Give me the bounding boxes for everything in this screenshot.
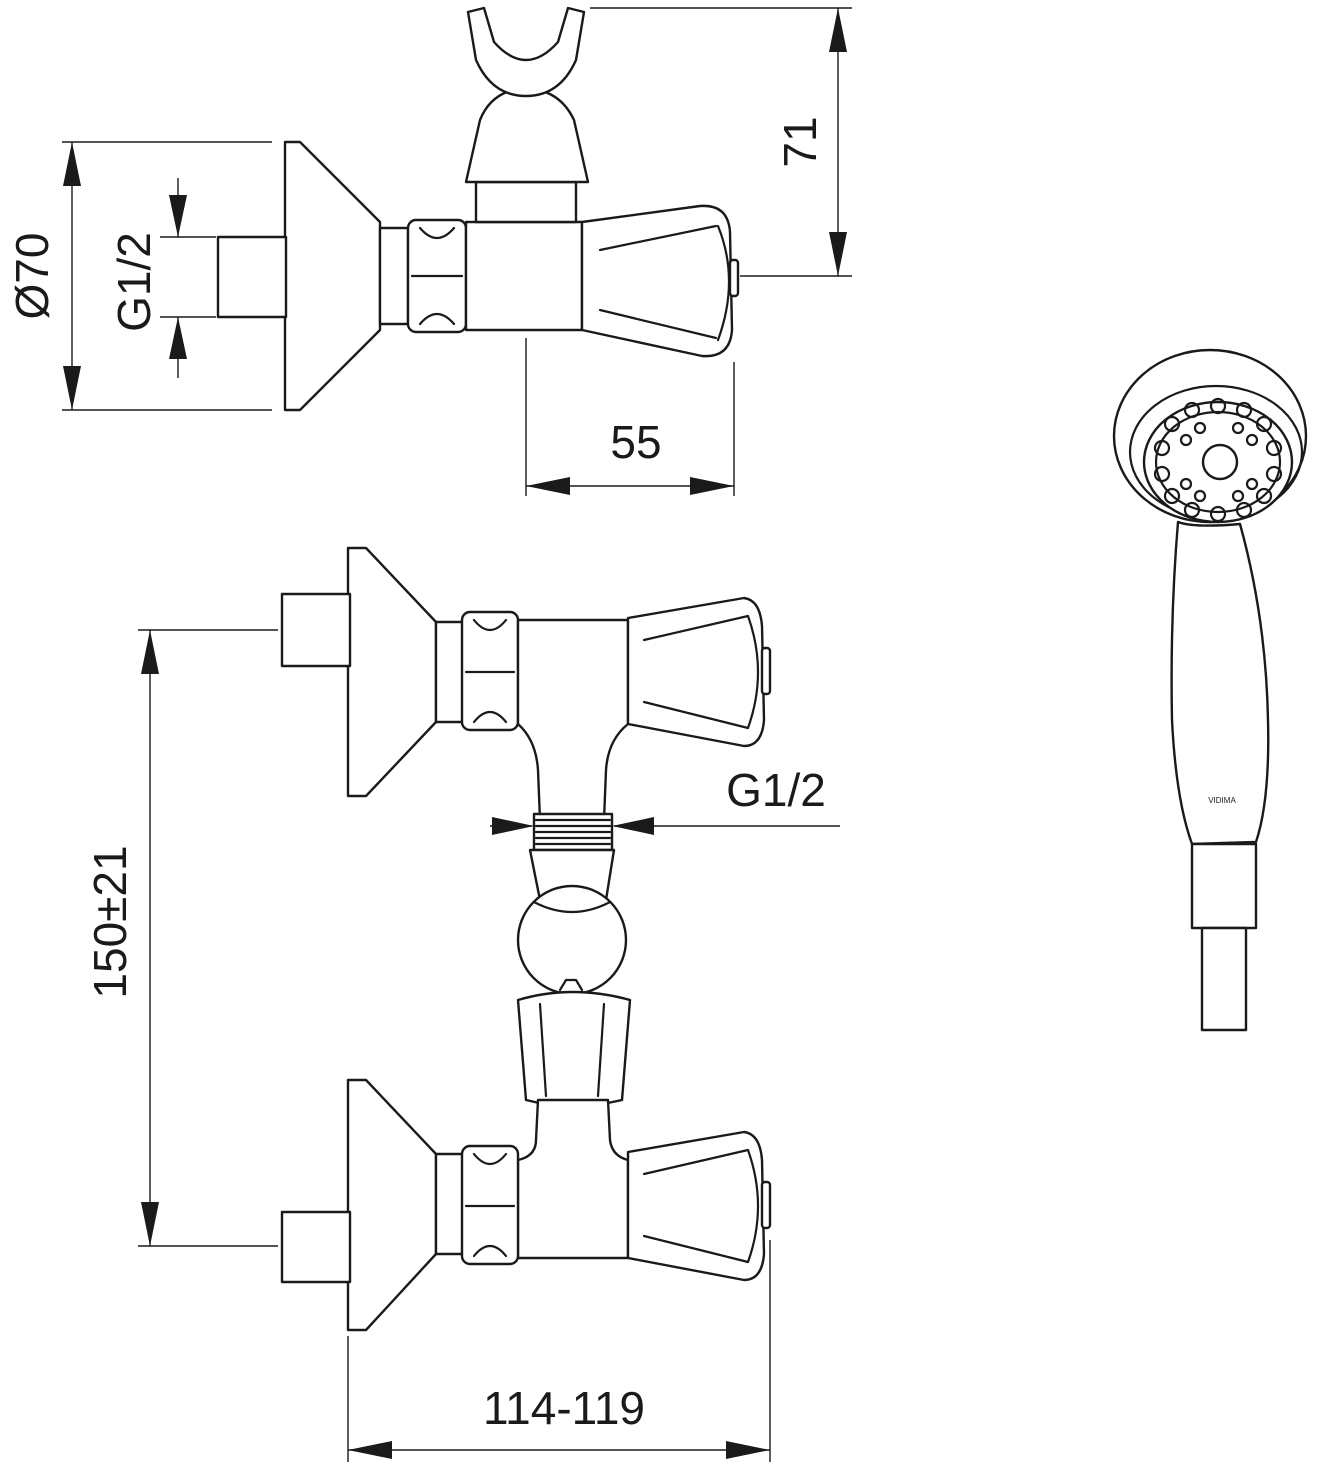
- dim-thread-outlet: G1/2: [490, 764, 840, 835]
- side-holder-cone: [464, 86, 590, 184]
- label-thread-top: G1/2: [108, 232, 160, 332]
- front-view-assembly: [280, 546, 772, 1332]
- side-valve-body: [464, 220, 584, 332]
- lower-inlet-stub: [280, 1210, 352, 1284]
- lower-body: [516, 1098, 630, 1260]
- label-thread-outlet: G1/2: [726, 764, 826, 816]
- dim-thread-top: G1/2: [108, 178, 216, 378]
- outlet-thread: [532, 812, 614, 852]
- lower-valve-handle: [626, 1130, 766, 1282]
- side-view-valve: [216, 6, 740, 412]
- label-spacing-150: 150±21: [84, 845, 136, 998]
- label-diameter-70: Ø70: [6, 233, 58, 320]
- shower-handle: [1170, 520, 1270, 846]
- shower-nozzle-ring: [1153, 397, 1283, 523]
- side-collar: [378, 226, 410, 326]
- upper-valve-handle: [626, 596, 766, 748]
- side-wall-flange: [283, 140, 382, 412]
- central-riser: [516, 618, 630, 822]
- hand-shower: VIDIMA: [1112, 348, 1308, 1032]
- side-inlet-stub: [216, 235, 288, 319]
- dim-height-71: 71: [590, 7, 852, 277]
- label-height-71: 71: [774, 116, 826, 167]
- dim-diameter-70: Ø70: [6, 141, 272, 411]
- side-valve-handle: [580, 204, 734, 358]
- shower-hose-connector: [1200, 926, 1248, 1032]
- dim-width-114-119: 114-119: [347, 1240, 771, 1462]
- side-holder-clip: [466, 6, 586, 98]
- dim-spacing-150: 150±21: [84, 629, 278, 1247]
- side-holder-neck: [474, 180, 578, 224]
- label-depth-55: 55: [610, 416, 661, 468]
- upper-wall-flange: [346, 546, 438, 798]
- holder-cone: [516, 990, 632, 1108]
- dim-depth-55: 55: [525, 338, 735, 496]
- shower-grip-sleeve: [1190, 842, 1258, 930]
- shower-center-nozzle: [1201, 443, 1239, 481]
- label-width-114-119: 114-119: [483, 1382, 645, 1434]
- shower-brand-mark: VIDIMA: [1208, 796, 1236, 805]
- lower-wall-flange: [346, 1078, 438, 1332]
- upper-inlet-stub: [280, 592, 352, 668]
